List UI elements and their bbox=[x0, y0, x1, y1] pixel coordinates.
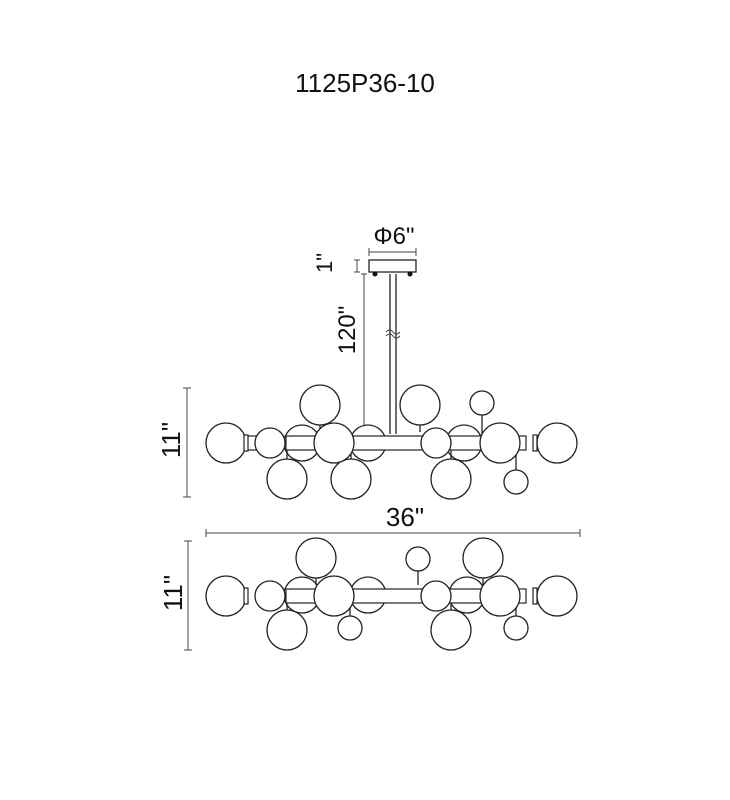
side-height-dimension-line bbox=[184, 540, 192, 651]
canopy bbox=[368, 259, 417, 277]
suspension-rod bbox=[385, 274, 401, 434]
side-elevation-view: 11" bbox=[158, 537, 578, 651]
model-number-title: 1125P36-10 bbox=[295, 68, 435, 98]
front-height-dimension-line bbox=[183, 387, 191, 498]
overall-width-dimension-line bbox=[205, 529, 581, 537]
canopy-height-dimension-line bbox=[354, 259, 360, 273]
front-elevation-view: 11" bbox=[156, 384, 578, 500]
rod-length-dimension-line bbox=[361, 273, 367, 430]
overall-width-label: 36" bbox=[386, 502, 424, 532]
canopy-diameter-dimension-line bbox=[368, 248, 417, 256]
front-height-label: 11" bbox=[156, 422, 186, 458]
canopy-diameter-label: Φ6" bbox=[373, 223, 414, 250]
side-height-label: 11" bbox=[158, 575, 188, 611]
canopy-height-label: 1" bbox=[312, 253, 337, 273]
rod-length-label: 120" bbox=[334, 306, 361, 355]
